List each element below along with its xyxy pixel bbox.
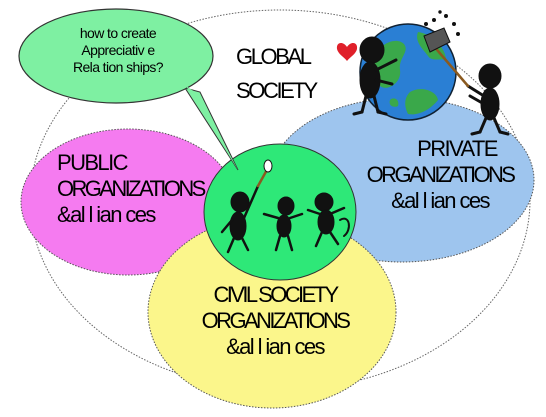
figure-cleaning-globe-icon [423, 10, 510, 136]
public-organizations-line-1: PUBLIC [57, 150, 128, 175]
public-organizations-line-2: ORGANIZATIONS [57, 175, 206, 201]
speech-bubble-text: how to create Appreciativ e Rela tion sh… [58, 25, 178, 75]
figure-hugging-globe-icon [352, 36, 398, 116]
speech-bubble-line-2: Appreciativ e [81, 41, 155, 58]
figure-dancer-middle-icon [262, 196, 304, 252]
civil-society-line-1: CIVIL SOCIETY [213, 282, 339, 307]
public-organizations-label: PUBLIC ORGANIZATIONS &al l ian ces [57, 150, 206, 228]
speech-bubble-line-1: how to create [79, 25, 157, 41]
global-society-line-2: SOCIETY [236, 78, 318, 104]
heart-icon [336, 43, 358, 61]
global-society-label: GLOBAL SOCIETY [236, 40, 318, 108]
civil-society-line-3: &al l ian ces [226, 333, 325, 359]
private-organizations-line-2: ORGANIZATIONS [366, 161, 516, 187]
private-organizations-line-1: PRIVATE [417, 136, 498, 161]
private-organizations-label: PRIVATE ORGANIZATIONS &al l ian ces [360, 136, 520, 214]
speech-bubble-line-3: Rela tion ships? [72, 58, 164, 75]
global-society-line-1: GLOBAL [236, 44, 312, 69]
figure-dancer-left-icon [220, 159, 273, 254]
private-organizations-line-3: &al l ian ces [391, 187, 490, 213]
public-organizations-line-3: &al l ian ces [57, 201, 156, 227]
civil-society-line-2: ORGANIZATIONS [201, 307, 351, 333]
figure-dancer-right-icon [306, 192, 350, 248]
speech-bubble [18, 8, 239, 171]
civil-society-label: CIVIL SOCIETY ORGANIZATIONS &al l ian ce… [200, 282, 351, 360]
